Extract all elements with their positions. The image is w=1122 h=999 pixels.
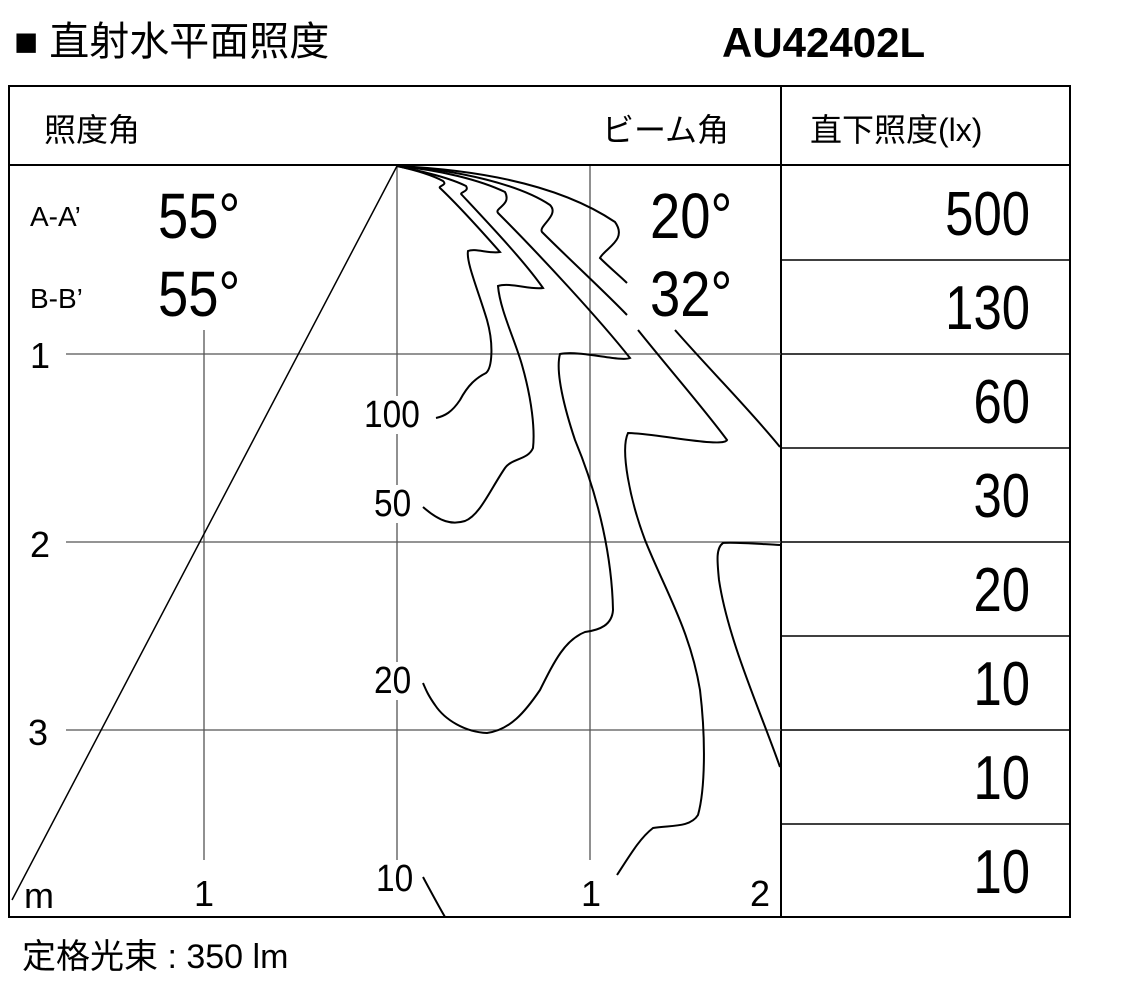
- row-angle-b: 55°: [158, 258, 241, 330]
- direct-value: 60: [973, 368, 1030, 437]
- row-name-b: B-B’: [30, 283, 83, 314]
- contour-label-20: 20: [374, 660, 412, 702]
- row-angle-a: 55°: [158, 180, 241, 252]
- contour-10-c: [422, 876, 446, 918]
- model-number: AU42402L: [722, 19, 926, 66]
- direct-value: 20: [973, 556, 1030, 625]
- contour-outer: [396, 165, 628, 284]
- direct-rows-dividers: [781, 259, 1071, 825]
- beam-angle-line: [11, 165, 398, 901]
- y-tick-2: 2: [30, 524, 51, 565]
- x-tick-right-1: 1: [581, 873, 602, 914]
- y-tick-3: 3: [28, 712, 49, 753]
- direct-value: 10: [973, 744, 1030, 813]
- contour-10: [396, 165, 628, 316]
- diagram-title: ■ 直射水平面照度: [14, 20, 330, 64]
- row-beam-b: 32°: [650, 258, 733, 330]
- contour-outer-c: [716, 541, 781, 768]
- contour-50: [396, 165, 545, 524]
- grid-lines: [66, 166, 781, 860]
- rated-luminous-flux: 定格光束 : 350 lm: [22, 938, 289, 976]
- direct-value: 130: [945, 274, 1030, 343]
- x-tick-right-2: 2: [750, 873, 771, 914]
- y-tick-1: 1: [30, 335, 51, 376]
- direct-value: 30: [973, 462, 1030, 531]
- beam-angle-label: ビーム角: [602, 112, 730, 148]
- contour-outer-b: [674, 329, 781, 448]
- direct-value: 10: [973, 838, 1030, 907]
- row-name-a: A-A’: [30, 201, 81, 232]
- contour-label-10: 10: [376, 858, 414, 900]
- row-beam-a: 20°: [650, 180, 733, 252]
- direct-illuminance-label: 直下照度(lx): [810, 112, 983, 148]
- x-tick-left-1: 1: [194, 873, 215, 914]
- contour-10-b: [616, 329, 729, 876]
- direct-value: 500: [945, 180, 1030, 249]
- contour-20: [396, 165, 632, 735]
- contour-label-100: 100: [364, 394, 420, 436]
- illuminance-angle-label: 照度角: [44, 112, 141, 148]
- contour-100: [396, 165, 502, 419]
- unit-label: m: [24, 875, 54, 916]
- direct-value: 10: [973, 650, 1030, 719]
- contour-label-50: 50: [374, 483, 412, 525]
- diagram-frame: [8, 85, 1071, 918]
